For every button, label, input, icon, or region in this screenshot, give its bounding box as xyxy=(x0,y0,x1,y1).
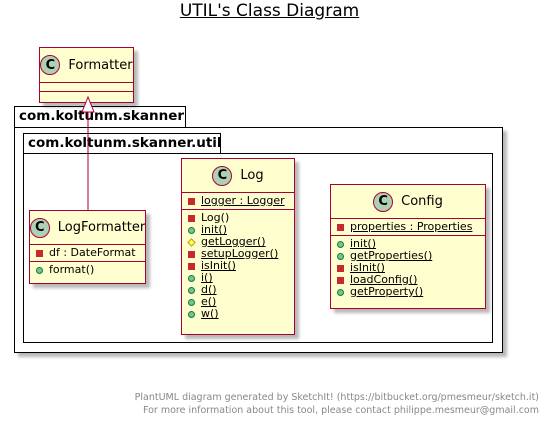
class-logformatter-name: LogFormatter xyxy=(57,220,146,235)
class-log-name: Log xyxy=(240,168,264,183)
private-visibility-icon xyxy=(188,250,195,258)
package-outer-label: com.koltunm.skanner xyxy=(14,106,186,128)
public-visibility-icon xyxy=(36,266,43,274)
class-member-text: loadConfig() xyxy=(350,273,418,286)
class-member: Log() xyxy=(188,212,288,224)
class-member: init() xyxy=(337,238,479,250)
class-formatter-header: C Formatter xyxy=(40,48,133,83)
class-logformatter-methods: format() xyxy=(30,262,145,278)
class-member-text: getProperty() xyxy=(350,285,424,298)
class-member: getLogger() xyxy=(187,235,288,248)
private-visibility-icon xyxy=(337,276,344,284)
class-member: getProperty() xyxy=(337,286,479,298)
generalization-arrowhead xyxy=(81,95,95,113)
class-member: d() xyxy=(188,284,288,296)
class-formatter-fields xyxy=(40,83,133,92)
class-stereotype-icon: C xyxy=(373,191,394,212)
class-member: init() xyxy=(188,224,288,236)
class-config-header: C Config xyxy=(331,185,485,219)
class-member: loadConfig() xyxy=(337,274,479,286)
class-member: df : DateFormat xyxy=(36,247,139,259)
class-formatter[interactable]: C Formatter xyxy=(39,47,134,103)
private-visibility-icon xyxy=(337,223,344,231)
class-member-text: e() xyxy=(201,295,217,308)
public-visibility-icon xyxy=(188,226,195,234)
package-inner-label: com.koltunm.skanner.util xyxy=(23,133,222,154)
class-member: isInit() xyxy=(337,262,479,274)
class-logformatter-fields: df : DateFormat xyxy=(30,245,145,262)
class-member-text: Log() xyxy=(201,211,230,224)
class-config-fields: properties : Properties xyxy=(331,219,485,236)
public-visibility-icon xyxy=(337,288,344,296)
private-visibility-icon xyxy=(188,197,195,205)
class-member-text: w() xyxy=(201,307,219,320)
class-stereotype-icon: C xyxy=(40,55,61,75)
class-stereotype-icon: C xyxy=(212,165,233,186)
class-member-text: properties : Properties xyxy=(350,220,473,233)
class-member-text: getProperties() xyxy=(350,249,433,262)
diagram-title: UTIL's Class Diagram xyxy=(179,1,360,21)
class-member: isInit() xyxy=(188,260,288,272)
class-config[interactable]: C Config properties : Properties init()g… xyxy=(330,184,486,309)
public-visibility-icon xyxy=(188,274,195,282)
class-member-text: isInit() xyxy=(350,261,385,274)
public-visibility-icon xyxy=(188,298,195,306)
class-log-header: C Log xyxy=(182,159,294,193)
class-member-text: setupLogger() xyxy=(201,247,279,260)
class-log-fields: logger : Logger xyxy=(182,193,294,210)
class-member: properties : Properties xyxy=(337,221,479,233)
public-visibility-icon xyxy=(188,310,195,318)
public-visibility-icon xyxy=(188,286,195,294)
class-logformatter[interactable]: C LogFormatter df : DateFormat format() xyxy=(29,210,146,284)
private-visibility-icon xyxy=(337,264,344,272)
class-member-text: df : DateFormat xyxy=(49,246,136,259)
class-member-text: format() xyxy=(49,263,95,276)
footer-line-2: For more information about this tool, pl… xyxy=(142,405,539,416)
private-visibility-icon xyxy=(36,249,43,257)
class-member: i() xyxy=(188,272,288,284)
class-member-text: isInit() xyxy=(201,259,236,272)
class-log-methods: Log()init()getLogger()setupLogger()isIni… xyxy=(182,210,294,322)
class-member-text: init() xyxy=(350,237,376,250)
class-formatter-name: Formatter xyxy=(68,57,133,73)
public-visibility-icon xyxy=(337,252,344,260)
class-member: e() xyxy=(188,296,288,308)
class-member: getProperties() xyxy=(337,250,479,262)
class-log[interactable]: C Log logger : Logger Log()init()getLogg… xyxy=(181,158,295,335)
footer-line-1: PlantUML diagram generated by SketchIt! … xyxy=(134,392,539,403)
class-member: setupLogger() xyxy=(188,248,288,260)
private-visibility-icon xyxy=(188,214,195,222)
class-member-text: getLogger() xyxy=(201,235,266,248)
class-logformatter-header: C LogFormatter xyxy=(29,211,146,245)
footer: PlantUML diagram generated by SketchIt! … xyxy=(135,391,539,417)
public-visibility-icon xyxy=(337,240,344,248)
class-config-name: Config xyxy=(401,194,443,209)
class-member-text: init() xyxy=(201,223,227,236)
class-stereotype-icon: C xyxy=(29,217,50,238)
class-member: format() xyxy=(36,264,139,276)
class-config-methods: init()getProperties()isInit()loadConfig(… xyxy=(331,236,485,300)
class-member-text: d() xyxy=(201,283,217,296)
private-visibility-icon xyxy=(188,262,195,270)
class-member-text: logger : Logger xyxy=(201,194,285,207)
class-member: w() xyxy=(188,308,288,320)
class-member-text: i() xyxy=(201,271,213,284)
class-member: logger : Logger xyxy=(188,195,288,207)
